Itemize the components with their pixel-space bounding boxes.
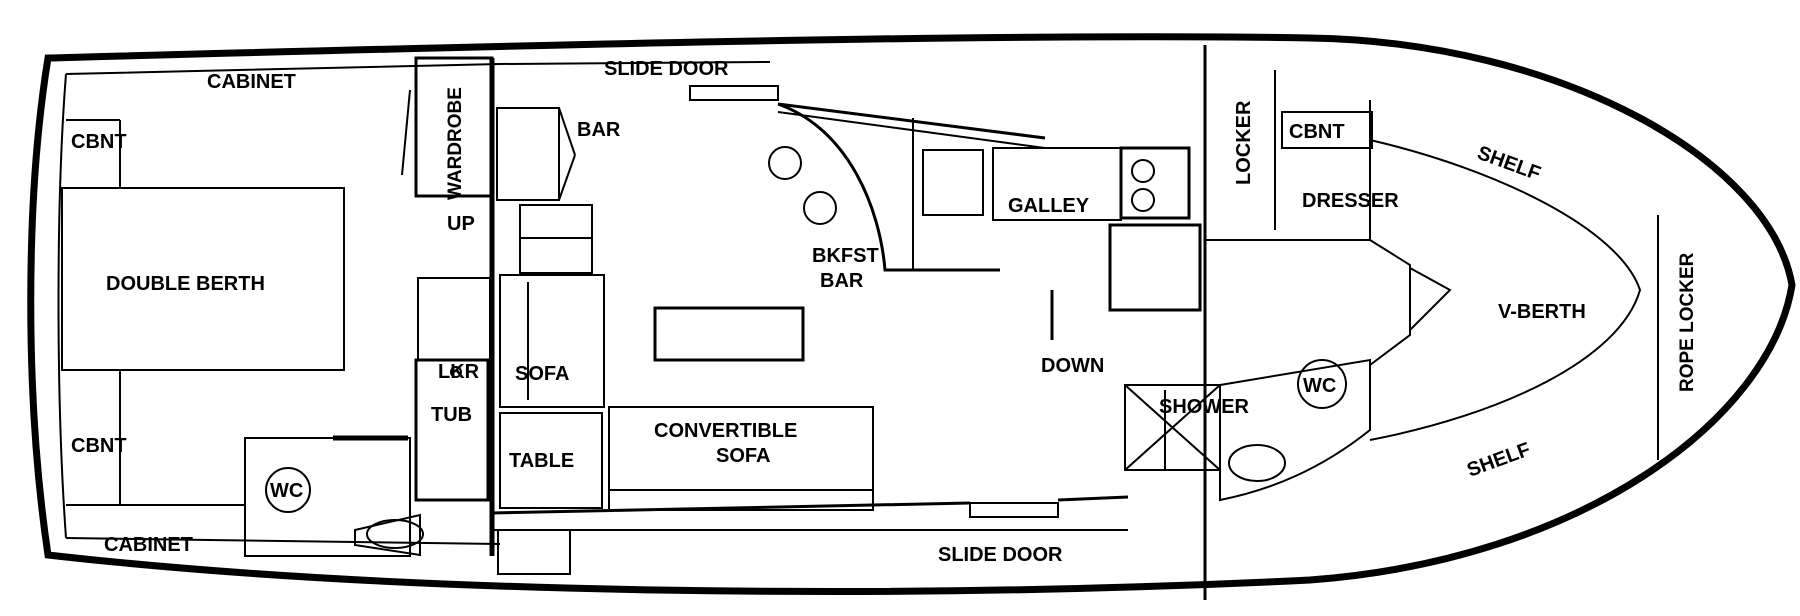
slide-door-top [689, 85, 779, 101]
label-bar: BAR [577, 119, 621, 141]
lkr [417, 277, 491, 361]
stool-icon [768, 146, 802, 180]
label-wc-fwd: WC [1303, 375, 1336, 397]
aft-steps [497, 529, 571, 575]
label-convertible-line1: CONVERTIBLE [654, 420, 797, 442]
sink-icon [1228, 444, 1286, 482]
toilet-icon [1297, 359, 1347, 409]
label-convertible-line2: SOFA [716, 445, 770, 467]
convertible-sofa [608, 406, 874, 511]
toilet-icon [265, 467, 311, 513]
table [499, 412, 603, 509]
label-cbnt-aft-bottom: CBNT [71, 435, 127, 457]
label-down: DOWN [1041, 355, 1104, 377]
aft-stateroom [61, 56, 494, 557]
stove [1119, 146, 1191, 220]
stool-icon [803, 191, 837, 225]
label-v-berth: V-BERTH [1498, 301, 1586, 323]
burner-icon [1131, 188, 1155, 212]
label-dresser: DRESSER [1302, 190, 1399, 212]
galley-sink [922, 149, 984, 216]
hull [27, 33, 1796, 595]
label-lkr: LKR [438, 361, 480, 383]
galley [912, 118, 1202, 340]
label-double-berth: DOUBLE BERTH [106, 273, 265, 295]
label-sofa: SOFA [515, 363, 569, 385]
label-shelf-bottom: SHELF [1464, 439, 1533, 482]
label-cbnt-aft-top: CBNT [71, 131, 127, 153]
forward-section [1124, 45, 1659, 600]
label-slide-door-top: SLIDE DOOR [604, 58, 729, 80]
salon [489, 58, 1129, 575]
slide-door-bottom [969, 502, 1059, 518]
sink-icon [366, 519, 424, 549]
label-rope-locker: ROPE LOCKER [1677, 252, 1698, 392]
label-cbnt-fwd: CBNT [1289, 121, 1345, 143]
label-shelf-top: SHELF [1474, 142, 1543, 185]
sofa [499, 274, 605, 408]
label-bkfst-line2: BAR [820, 270, 864, 292]
bar [496, 107, 560, 201]
burner-icon [1131, 159, 1155, 183]
label-locker: LOCKER [1233, 100, 1255, 185]
double-berth [61, 187, 345, 371]
labels: CABINET CABINET CBNT CBNT CBNT WARDROBE … [71, 58, 1698, 566]
label-cabinet-top: CABINET [207, 71, 296, 93]
label-wardrobe: WARDROBE [445, 87, 466, 200]
tub [414, 358, 490, 502]
label-bkfst-line1: BKFST [812, 245, 879, 267]
label-shower: SHOWER [1159, 396, 1250, 418]
refrigerator [1108, 223, 1202, 312]
label-table: TABLE [509, 450, 574, 472]
label-wc-aft: WC [270, 480, 303, 502]
cbnt-fwd [1281, 111, 1373, 149]
label-tub: TUB [431, 404, 472, 426]
label-slide-door-bottom: SLIDE DOOR [938, 544, 1063, 566]
label-galley: GALLEY [1008, 195, 1090, 217]
coffee-table [653, 306, 805, 362]
label-cabinet-bottom: CABINET [104, 534, 193, 556]
label-up: UP [447, 213, 475, 235]
fwd-head [1219, 358, 1371, 502]
